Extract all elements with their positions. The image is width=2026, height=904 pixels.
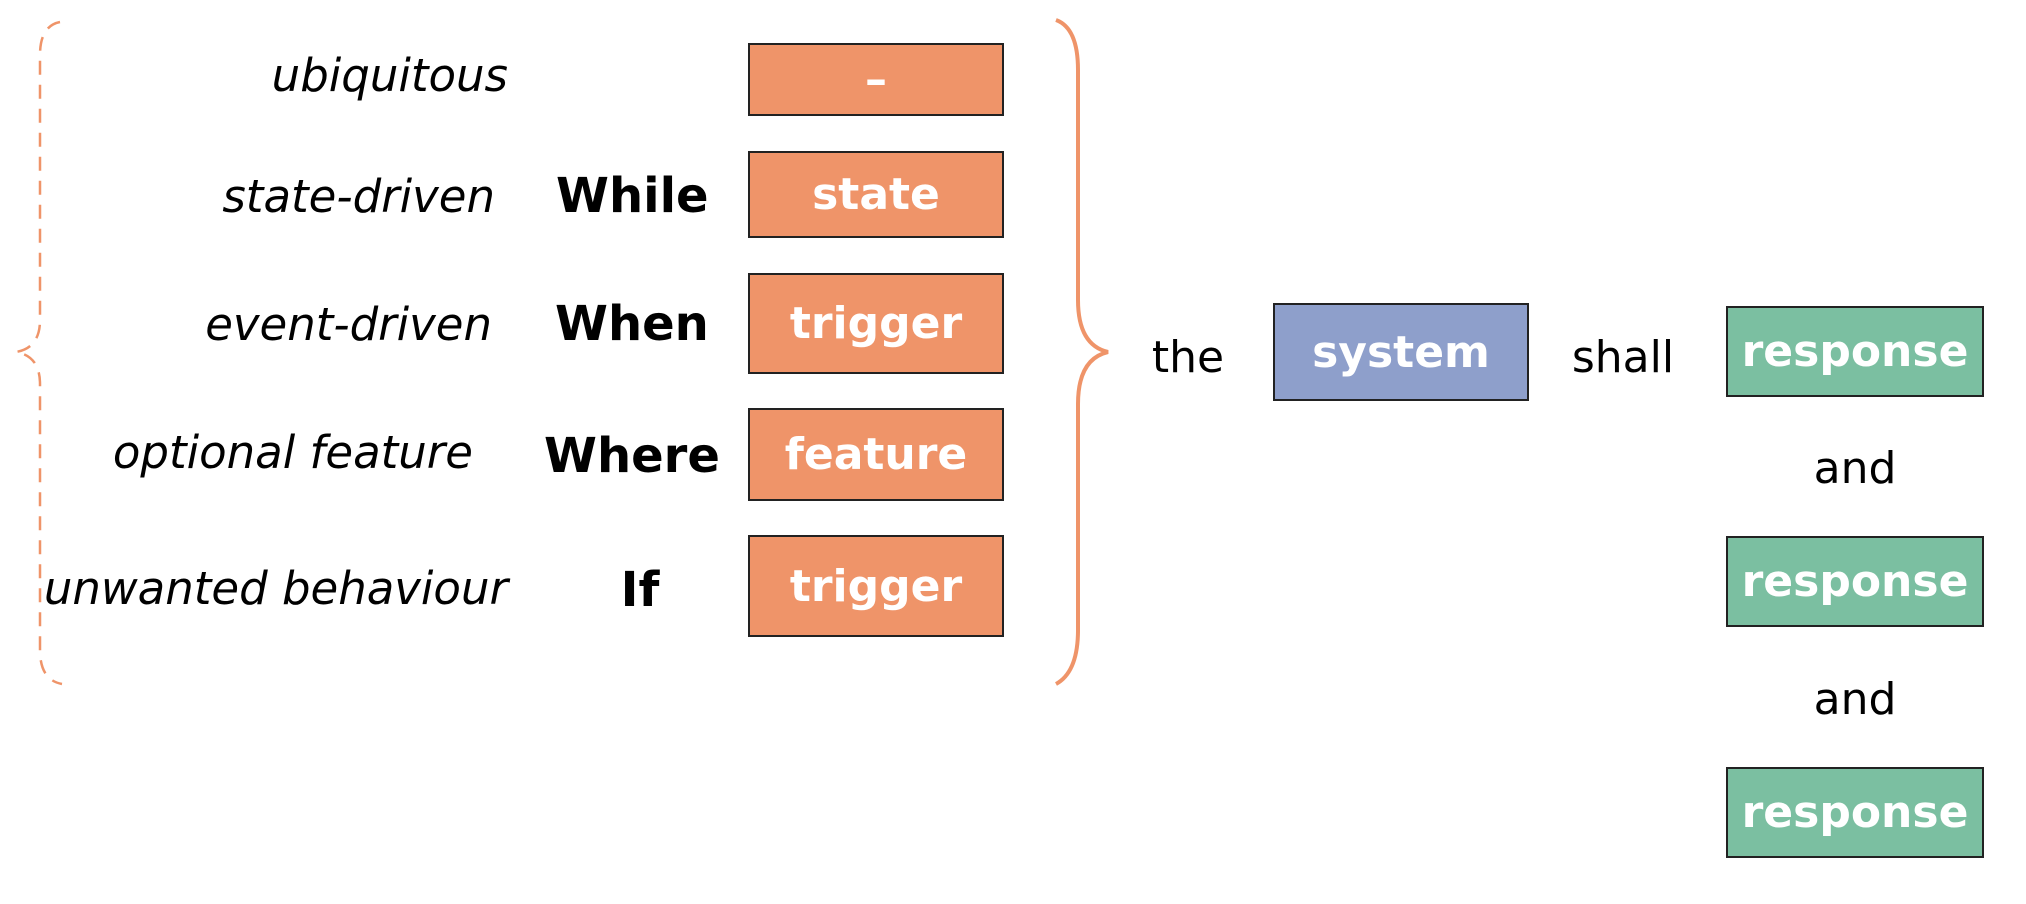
pattern-type-optional-feature: optional feature <box>112 426 473 479</box>
pattern-type-state-driven: state-driven <box>222 170 495 223</box>
and-connector-2: and <box>1813 674 1897 725</box>
pattern-type-ubiquitous: ubiquitous <box>271 49 508 102</box>
keyword-when: When <box>555 296 709 352</box>
precondition-box-state: state <box>748 151 1004 238</box>
precondition-box-unwanted-trigger: trigger <box>748 535 1004 637</box>
keyword-if: If <box>620 562 660 618</box>
pattern-type-event-driven: event-driven <box>205 298 492 351</box>
precondition-box-none: – <box>748 43 1004 116</box>
precondition-box-feature: feature <box>748 408 1004 501</box>
keyword-while: While <box>556 168 709 224</box>
response-box-2: response <box>1726 536 1984 627</box>
keyword-where: Where <box>544 428 720 484</box>
response-box-1: response <box>1726 306 1984 397</box>
and-connector-1: and <box>1813 443 1897 494</box>
precondition-box-trigger: trigger <box>748 273 1004 374</box>
response-box-3: response <box>1726 767 1984 858</box>
pattern-type-unwanted-behaviour: unwanted behaviour <box>43 562 508 615</box>
shall-label: shall <box>1571 332 1675 383</box>
the-label: the <box>1151 332 1225 383</box>
system-box: system <box>1273 303 1529 401</box>
solid-right-brace <box>1054 18 1109 686</box>
